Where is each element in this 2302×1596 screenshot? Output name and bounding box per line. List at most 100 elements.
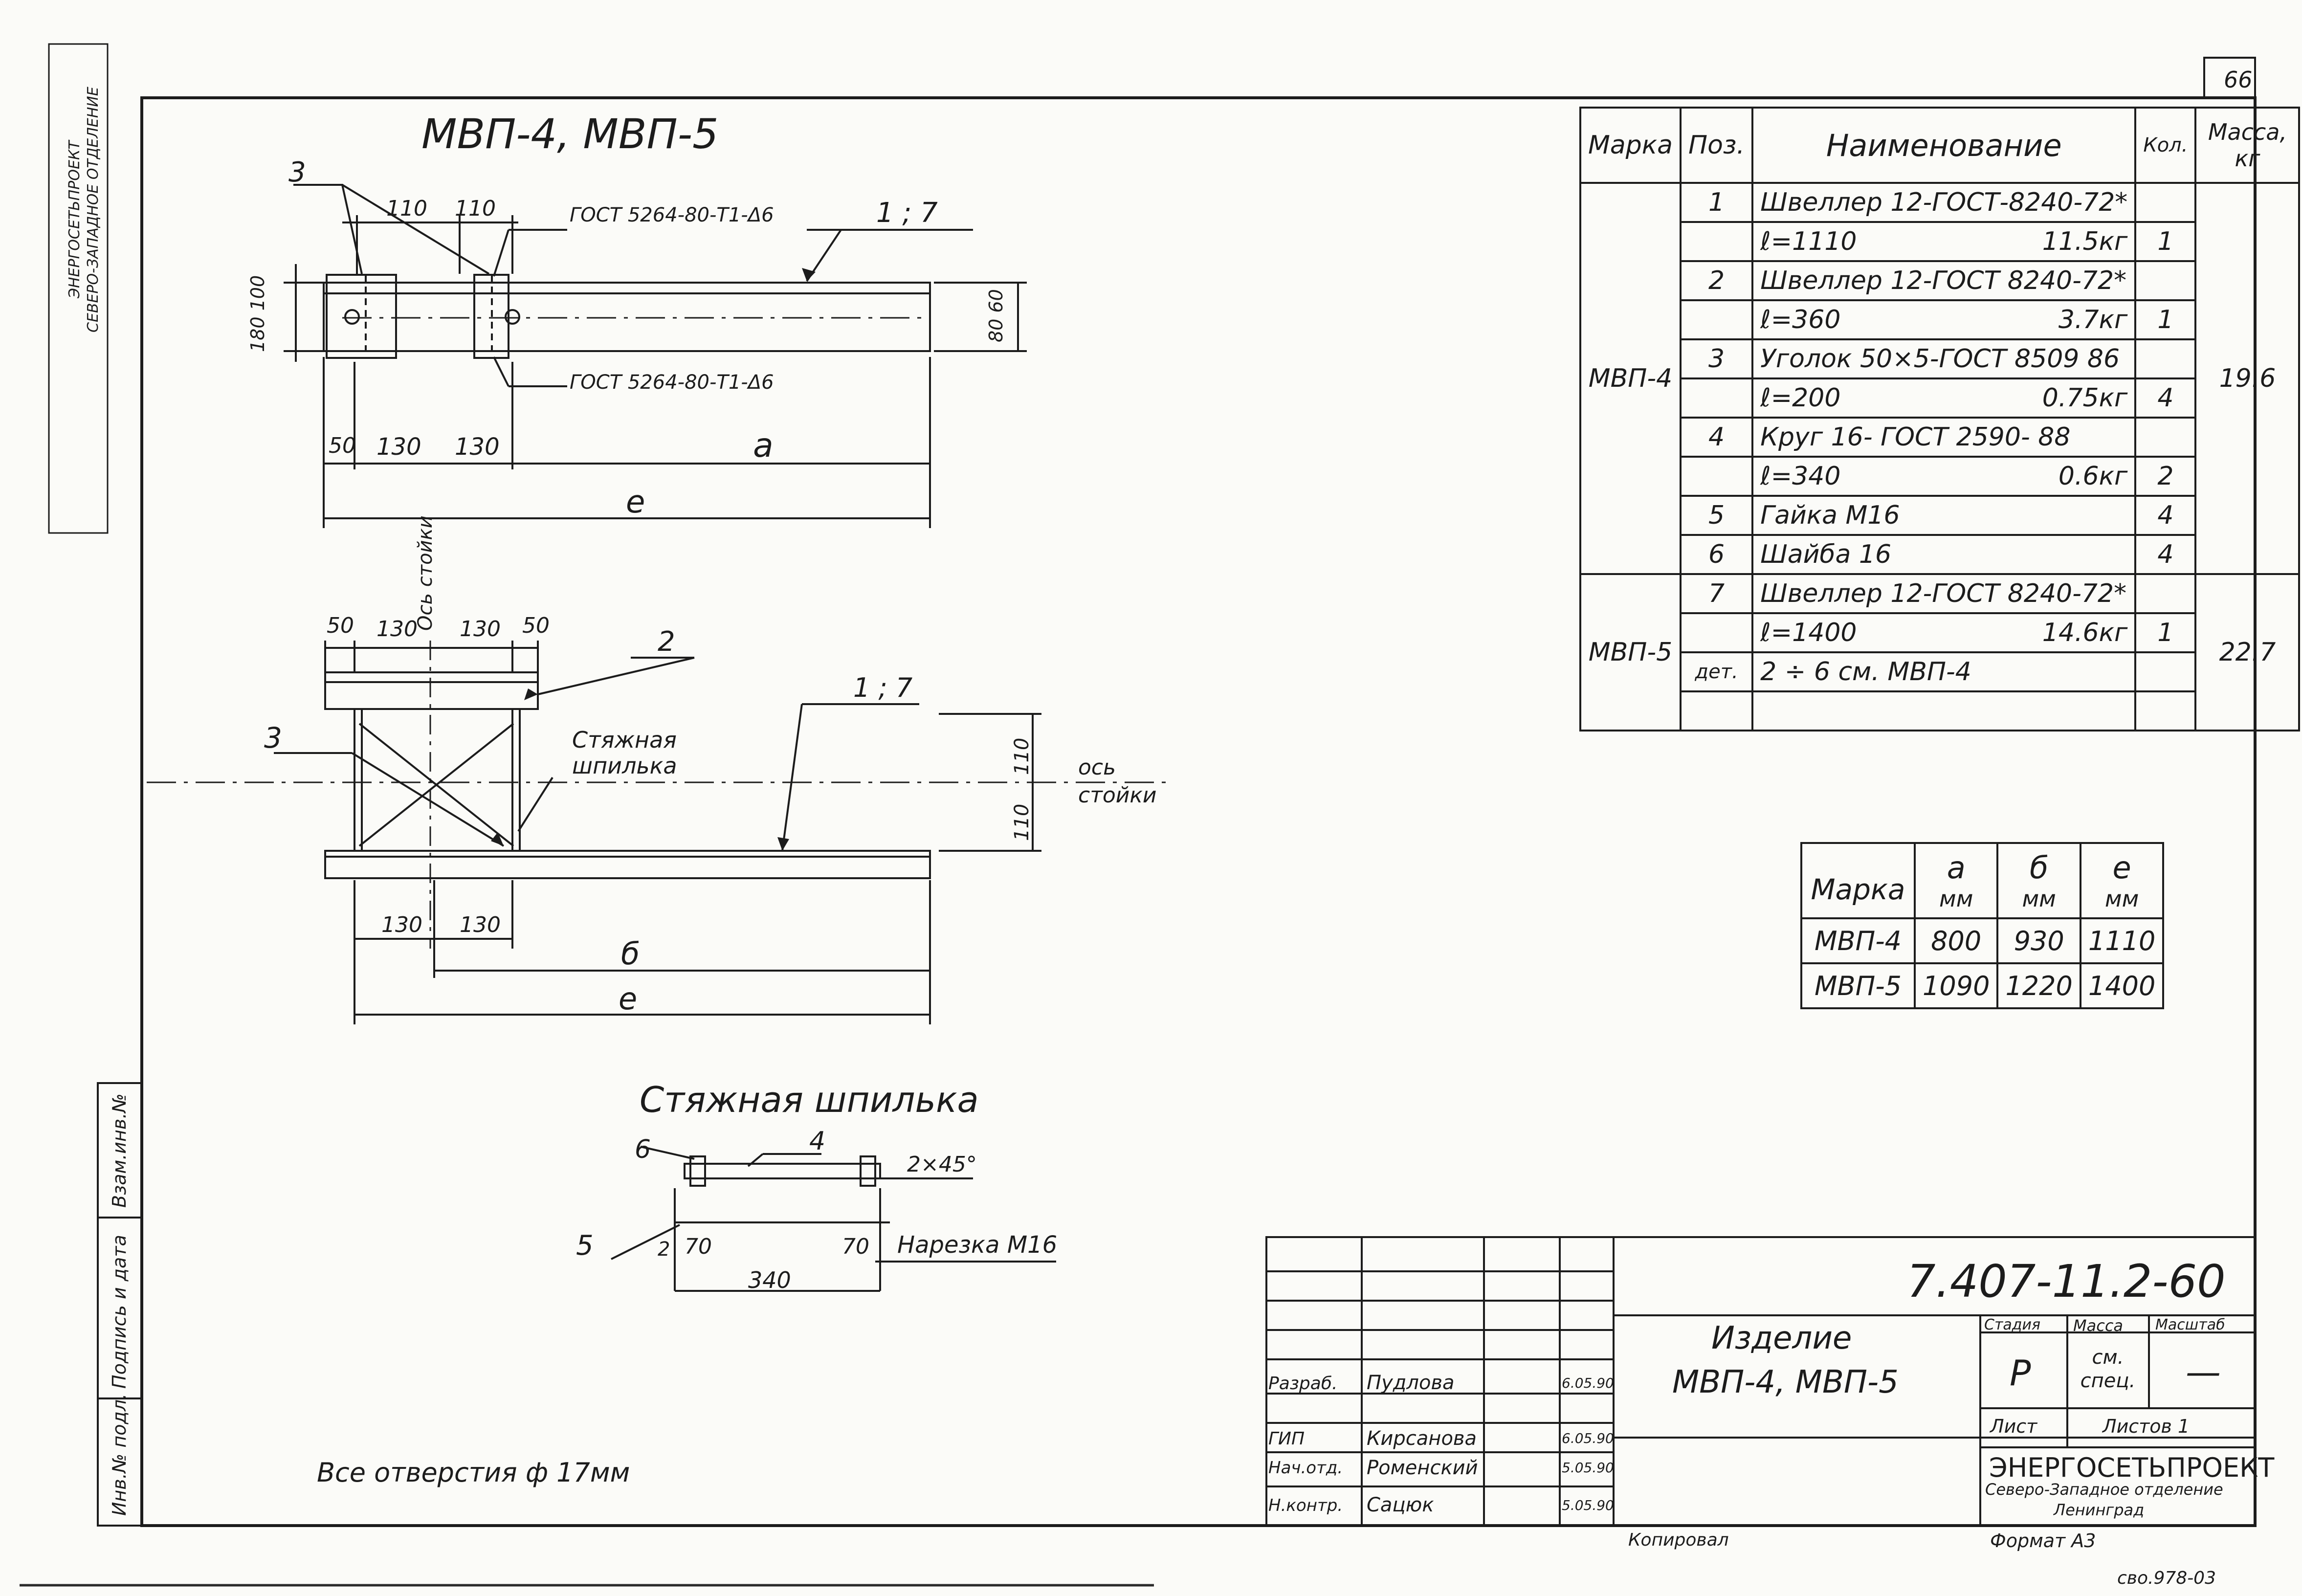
stud-dim-2: 2 xyxy=(658,1238,670,1261)
dim-50-a-front: 50 xyxy=(327,613,354,638)
drawing-title: МВП-4, МВП-5 xyxy=(421,110,719,158)
spec-qty: 2 xyxy=(2134,456,2197,497)
stud-thread-note: Нарезка М16 xyxy=(897,1231,1058,1259)
spec-mass-mvp5: 22.7 xyxy=(2194,573,2301,732)
spec-name: Швеллер 12-ГОСТ 8240-72* xyxy=(1760,579,2127,608)
stud-chamfer: 2×45° xyxy=(907,1152,977,1177)
spec-pos xyxy=(1680,299,1754,340)
role-developer: Разраб. xyxy=(1268,1374,1338,1394)
dim-130-a-top: 130 xyxy=(376,433,421,461)
spec-name: Уголок 50×5-ГОСТ 8509 86 xyxy=(1760,344,2120,374)
spec-weight: 14.6кг xyxy=(2042,618,2128,647)
scale-value: — xyxy=(2186,1352,2221,1393)
stud-callout-6: 6 xyxy=(635,1135,651,1164)
dims-a: 800 xyxy=(1913,917,1999,964)
spec-name: ℓ=200 xyxy=(1760,383,1841,413)
dims-header-b-sym: б xyxy=(2030,849,2049,886)
spec-name: ℓ=1110 xyxy=(1760,227,1857,256)
spec-mass-mvp4: 19.6 xyxy=(2194,182,2301,575)
spec-qty: 1 xyxy=(2134,612,2197,653)
dims-mark: МВП-4 xyxy=(1800,917,1916,964)
axis-label-right-line2: стойки xyxy=(1078,783,1157,808)
product-label: Изделие xyxy=(1711,1320,1852,1356)
axis-label-right-line1: ось xyxy=(1078,755,1116,780)
spec-pos xyxy=(1680,377,1754,419)
spec-empty xyxy=(2134,690,2197,732)
role-head-dept: Нач.отд. xyxy=(1268,1458,1343,1478)
callout-1-7-front: 1 ; 7 xyxy=(853,672,913,703)
spec-qty xyxy=(2134,338,2197,379)
side-stamp-org: ЭНЕРГОСЕТЬПРОЕКТ xyxy=(66,140,83,298)
spec-empty xyxy=(1680,690,1754,732)
dims-e: 1400 xyxy=(2079,962,2165,1009)
spec-name-cell: Швеллер 12-ГОСТ 8240-72* xyxy=(1751,573,2137,614)
dims-b: 930 xyxy=(1996,917,2081,964)
spec-pos xyxy=(1680,456,1754,497)
spec-qty xyxy=(2134,573,2197,614)
callout-3-front: 3 xyxy=(264,721,282,754)
date-developer: 6.05.90 xyxy=(1562,1375,1614,1391)
spec-name-cell: Круг 16- ГОСТ 2590- 88 xyxy=(1751,417,2137,458)
dim-left-vertical: 180 100 xyxy=(247,275,268,352)
spec-pos: 3 xyxy=(1680,338,1754,379)
role-gip: ГИП xyxy=(1268,1429,1305,1449)
stud-callout-5: 5 xyxy=(576,1230,594,1262)
dim-50-top: 50 xyxy=(329,433,356,458)
spec-header-mass: Масса, кг xyxy=(2194,107,2301,184)
spec-name-cell: Шайба 16 xyxy=(1751,534,2137,575)
stud-dim-70-b: 70 xyxy=(842,1234,869,1259)
axis-label-vertical: Ось стойки xyxy=(414,515,437,631)
name-norm-control: Сацюк xyxy=(1367,1494,1434,1516)
strip-sign-date: Подпись и дата xyxy=(109,1235,130,1389)
spec-pos xyxy=(1680,612,1754,653)
spec-pos: 6 xyxy=(1680,534,1754,575)
product-name: МВП-4, МВП-5 xyxy=(1672,1364,1899,1400)
dim-110-a-front: 110 xyxy=(1011,737,1033,775)
dim-130-b-front: 130 xyxy=(460,617,501,642)
stud-title: Стяжная шпилька xyxy=(640,1079,979,1120)
dim-110-b: 110 xyxy=(455,196,496,221)
stud-label-line2: шпилька xyxy=(572,753,677,779)
spec-name: Круг 16- ГОСТ 2590- 88 xyxy=(1760,422,2071,452)
dims-e: 1110 xyxy=(2079,917,2165,964)
stud-callout-4: 4 xyxy=(809,1127,826,1156)
callout-2: 2 xyxy=(658,626,675,658)
strip-replace-inv: Взам.инв.№ xyxy=(109,1093,130,1208)
sheets-count: Листов 1 xyxy=(2103,1416,2190,1437)
name-developer: Пудлова xyxy=(1367,1372,1455,1394)
callout-3-top: 3 xyxy=(288,156,306,188)
spec-pos xyxy=(1680,221,1754,262)
dim-130-b-top: 130 xyxy=(455,433,500,461)
spec-pos: 7 xyxy=(1680,573,1754,614)
spec-qty: 1 xyxy=(2134,299,2197,340)
stud-dim-340: 340 xyxy=(748,1267,791,1293)
side-stamp-branch: СЕВЕРО-ЗАПАДНОЕ ОТДЕЛЕНИЕ xyxy=(85,87,102,332)
spec-name-cell: Швеллер 12-ГОСТ-8240-72* xyxy=(1751,182,2137,223)
holes-note: Все отверстия ф 17мм xyxy=(317,1457,630,1488)
dim-b-front: б xyxy=(621,936,640,972)
spec-header-qty: Кол. xyxy=(2134,107,2197,184)
spec-qty: 1 xyxy=(2134,221,2197,262)
spec-name-cell: Гайка М16 xyxy=(1751,495,2137,536)
spec-qty xyxy=(2134,260,2197,301)
spec-header-name: Наименование xyxy=(1751,107,2137,184)
spec-empty xyxy=(1751,690,2137,732)
org-branch: Северо-Западное отделение xyxy=(1985,1480,2223,1499)
role-norm-control: Н.контр. xyxy=(1268,1496,1343,1515)
sheet-number: 66 xyxy=(2224,66,2253,93)
spec-qty xyxy=(2134,651,2197,692)
spec-name: 2 ÷ 6 см. МВП-4 xyxy=(1760,657,1971,687)
spec-name: Швеллер 12-ГОСТ-8240-72* xyxy=(1760,188,2128,217)
dims-header-e-unit: мм xyxy=(2104,885,2139,912)
mass-label: Масса xyxy=(2073,1316,2124,1335)
spec-name-cell: 2 ÷ 6 см. МВП-4 xyxy=(1751,651,2137,692)
spec-pos: 4 xyxy=(1680,417,1754,458)
dim-110-b-front: 110 xyxy=(1011,803,1033,841)
date-norm-control: 5.05.90 xyxy=(1562,1497,1614,1513)
